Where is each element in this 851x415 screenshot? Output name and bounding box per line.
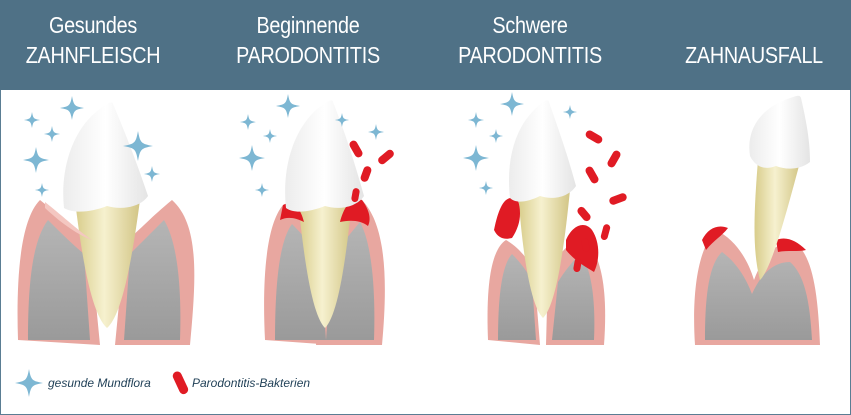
bacteria-icon [170,369,190,397]
legend: gesunde Mundflora Parodontitis-Bakterien [0,360,851,400]
legend-bacteria-label: Parodontitis-Bakterien [192,376,310,390]
header-bar: Gesundes ZAHNFLEISCH Beginnende PARODONT… [0,0,851,90]
tooth-stages-illustration [0,90,851,360]
stage-title-healthy: Gesundes ZAHNFLEISCH [7,10,179,70]
stage-title-line2: PARODONTITIS [222,40,394,70]
stage-title-line1: Schwere [444,10,616,40]
stage-title-tooth-loss: ZAHNAUSFALL [668,10,840,70]
stage-healthy-drawing [18,96,195,345]
stage-title-severe-periodontitis: Schwere PARODONTITIS [444,10,616,70]
stage-tooth-loss-drawing [694,96,820,345]
stage-title-line2: ZAHNAUSFALL [668,40,840,70]
stage-title-line2: PARODONTITIS [444,40,616,70]
sparkle-icon [14,368,44,398]
stage-title-early-periodontitis: Beginnende PARODONTITIS [222,10,394,70]
stage-title-line1: Beginnende [222,10,394,40]
stage-severe-drawing [463,92,628,345]
stage-title-line1: Gesundes [7,10,179,40]
legend-flora-label: gesunde Mundflora [48,376,151,390]
stage-title-line2: ZAHNFLEISCH [7,40,179,70]
stage-title-line1 [668,10,840,40]
stage-early-drawing [239,94,395,345]
